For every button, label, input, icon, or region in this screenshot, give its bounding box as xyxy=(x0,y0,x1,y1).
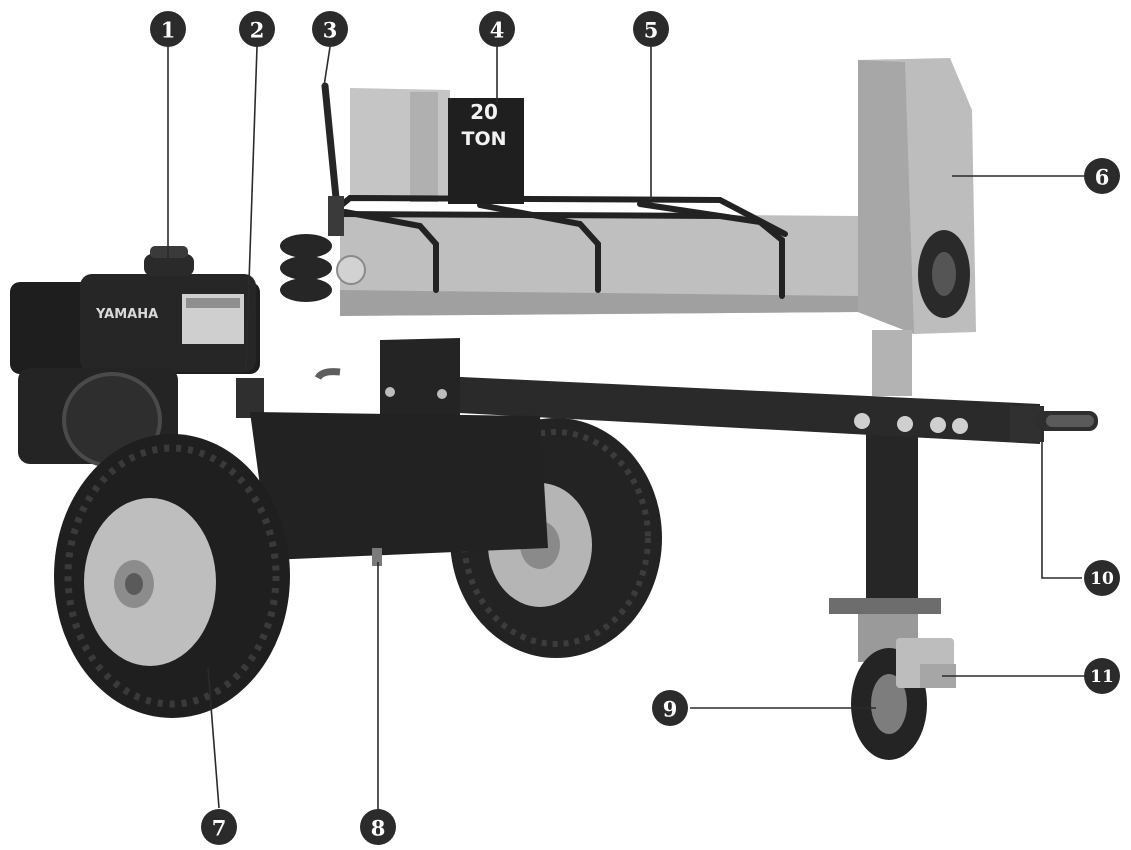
callout-1: 1 xyxy=(150,11,186,47)
tow-handle xyxy=(1036,411,1098,431)
callout-7: 7 xyxy=(201,809,237,845)
callout-9-number: 9 xyxy=(663,697,678,722)
plate-line-2: TON xyxy=(461,128,506,150)
callout-6-number: 6 xyxy=(1095,165,1110,190)
callout-10-number: 10 xyxy=(1090,569,1114,589)
caster-leg xyxy=(829,412,941,662)
engine-brand: YAMAHA xyxy=(95,307,158,322)
tank-housing xyxy=(250,412,548,566)
callout-3-number: 3 xyxy=(323,18,338,43)
front-wheel xyxy=(54,434,290,718)
tonnage-plate: 20 TON xyxy=(448,98,524,204)
leader-10 xyxy=(1041,428,1082,579)
callout-5: 5 xyxy=(633,11,669,47)
hydraulic-hoses xyxy=(280,234,341,380)
callout-1-number: 1 xyxy=(161,18,176,43)
leader-7 xyxy=(207,667,220,809)
callout-4: 4 xyxy=(479,11,515,47)
log-splitter-illustration: 20 TON YAMAHA xyxy=(10,58,1098,760)
leader-2 xyxy=(245,46,258,371)
callout-11-number: 11 xyxy=(1090,667,1114,687)
callout-8-number: 8 xyxy=(371,816,386,841)
leader-3 xyxy=(323,46,331,87)
caster-wheel xyxy=(851,638,956,760)
callout-11: 11 xyxy=(1084,658,1120,694)
callout-6: 6 xyxy=(1084,158,1120,194)
callout-2-number: 2 xyxy=(250,18,265,43)
callout-10: 10 xyxy=(1084,560,1120,596)
callout-2: 2 xyxy=(239,11,275,47)
valve-bracket xyxy=(380,338,460,432)
callout-9: 9 xyxy=(652,690,688,726)
plate-line-1: 20 xyxy=(470,100,498,124)
beam-bolts xyxy=(854,413,968,434)
callout-4-number: 4 xyxy=(490,18,505,43)
callout-8: 8 xyxy=(360,809,396,845)
engine: YAMAHA xyxy=(10,246,264,468)
callout-3: 3 xyxy=(312,11,348,47)
control-lever xyxy=(321,82,344,236)
callout-5-number: 5 xyxy=(644,18,659,43)
callout-markers: 1 2 3 4 5 6 7 8 xyxy=(150,11,1120,845)
callout-7-number: 7 xyxy=(212,816,227,841)
leader-lines xyxy=(167,46,1084,810)
